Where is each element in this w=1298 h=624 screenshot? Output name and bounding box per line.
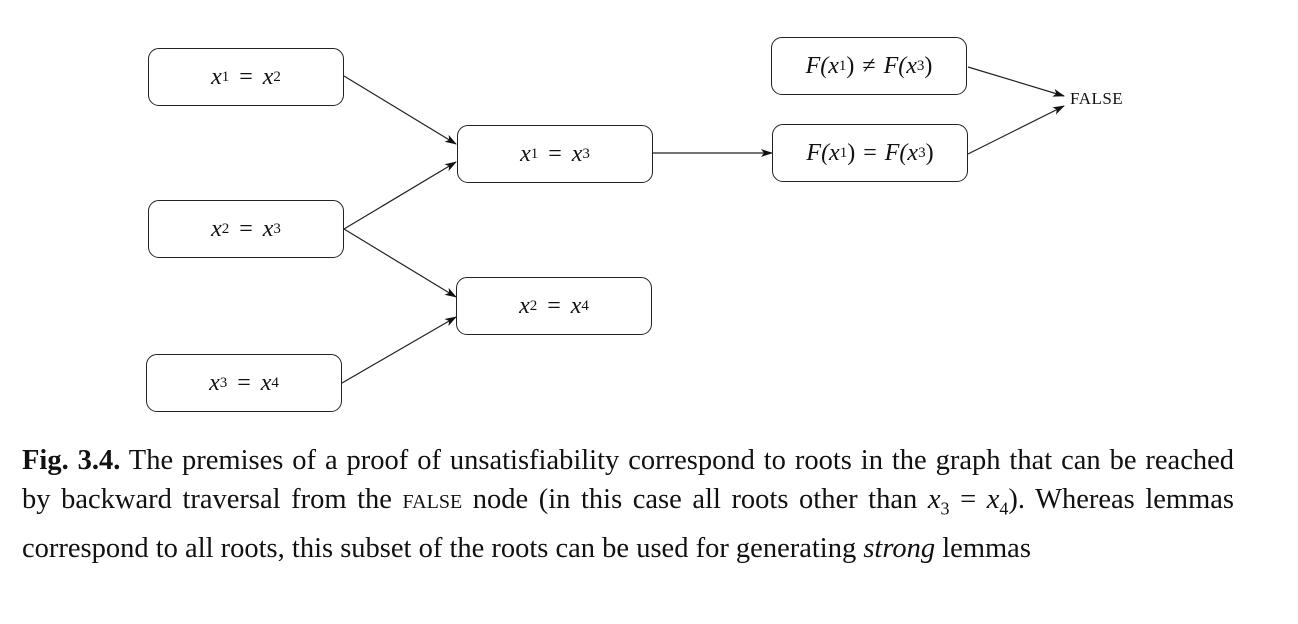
caption-math: x3 = x4 <box>927 484 1009 519</box>
edge-x1x2-to-x1x3 <box>343 75 457 145</box>
caption-false-word: false <box>402 484 463 515</box>
edge-feq-to-false <box>967 105 1065 155</box>
edge-x2x3-to-x1x3 <box>343 161 457 230</box>
edge-x2x3-to-x2x4 <box>343 228 457 298</box>
figure-caption: Fig. 3.4. The premises of a proof of uns… <box>22 441 1234 568</box>
edge-fneq-to-false <box>967 66 1065 97</box>
caption-fig-label: Fig. 3.4. <box>22 445 121 476</box>
edges-layer <box>341 66 1065 384</box>
caption-text-1: The premises of a proof of unsatisfiabil… <box>22 445 1235 515</box>
false-node-label: FALSE <box>1070 89 1124 108</box>
caption-strong-word: strong <box>863 532 936 564</box>
caption-text-2: node (in this case all roots other than <box>462 484 928 515</box>
caption-text-3: ). Whereas lemmas correspond to all root… <box>22 484 1234 564</box>
edge-x3x4-to-x2x4 <box>341 316 457 384</box>
caption-text-4: lemmas <box>935 532 1031 564</box>
